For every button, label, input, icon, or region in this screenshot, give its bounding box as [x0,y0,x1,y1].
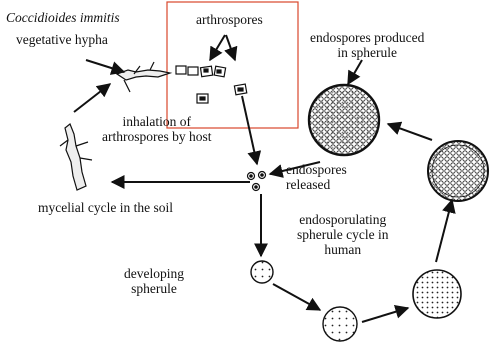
endospores-produced-label: endospores produced in spherule [310,30,424,60]
species-label: Coccidioides immitis [6,10,120,25]
spherule-large [413,270,461,318]
arrow-arthrospores-left [210,35,225,60]
arrow-developing-to-next [273,284,320,310]
arrow-inhalation [242,96,257,164]
spherule-cleaving [428,141,488,201]
germinating-hypha-drawing [60,124,92,190]
arrow-label-to-mature [348,60,362,84]
developing-spherule-label: developing spherule [124,266,184,296]
released-endospores [248,172,266,191]
arthrospores-label: arthrospores [196,12,263,27]
vegetative-hypha-drawing [117,62,226,92]
endospores-released-label: endospores released [286,162,347,192]
spherule-growing [323,307,357,341]
arrow-to-large [362,308,408,322]
vegetative-hypha-label: vegetative hypha [16,32,108,47]
spherule-developing [251,261,273,283]
arrow-arthrospores-right [226,35,235,60]
endosporulating-label: endosporulating spherule cycle in human [297,212,388,257]
inhalation-label: inhalation of arthrospores by host [102,114,211,144]
arrow-large-to-cleaved [436,200,452,262]
arrow-germ-to-hypha [74,84,110,112]
mycelial-cycle-label: mycelial cycle in the soil [38,200,173,215]
loose-arthrospores [197,84,247,103]
arrow-vegetative-to-hypha [86,60,124,72]
spherule-mature [309,85,379,155]
arrow-cleaved-to-mature [388,124,432,140]
